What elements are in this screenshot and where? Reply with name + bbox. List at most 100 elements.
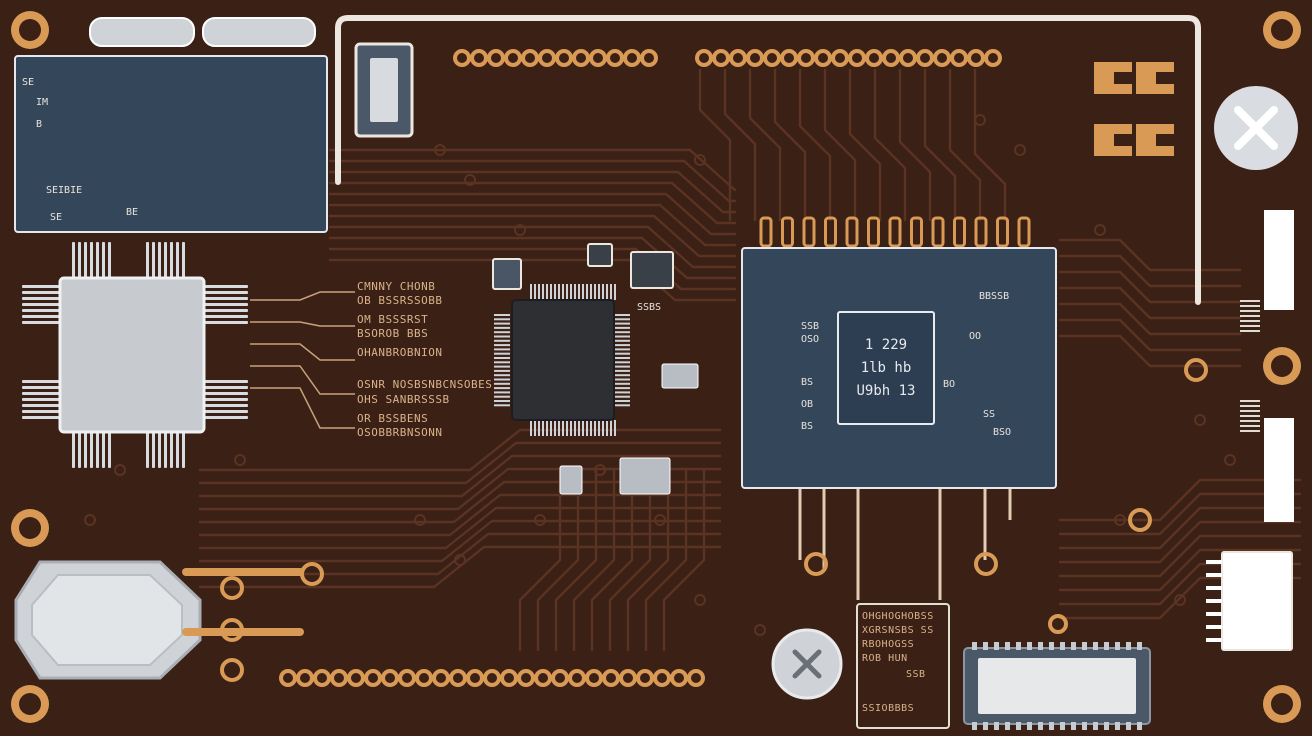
pad (1048, 614, 1068, 634)
chip-pin (1071, 722, 1076, 730)
cpu-pin (566, 284, 568, 300)
pad (296, 669, 314, 687)
pad (780, 49, 798, 67)
chip-pin (1137, 642, 1142, 650)
bottom-module-text: XGRSNSBS SS (862, 625, 934, 636)
pad (746, 49, 764, 67)
silk-label: OHS SANBRSSSB (357, 393, 450, 406)
pad (555, 49, 573, 67)
cpu-pin (494, 344, 510, 347)
cpu-pin (594, 420, 596, 436)
edge-pin (1206, 573, 1222, 577)
silk-label: OHANBROBNION (357, 346, 443, 359)
mounting-hole-center (1271, 693, 1293, 715)
chip-pin (22, 398, 62, 401)
cpu-pin (494, 331, 510, 334)
chip-pin (204, 398, 248, 401)
pad (517, 669, 535, 687)
pad (933, 49, 951, 67)
via (1224, 454, 1236, 466)
cpu-pin (590, 284, 592, 300)
pad (220, 658, 244, 682)
pad (916, 49, 934, 67)
cpu-pin (598, 420, 600, 436)
trace (1058, 334, 1242, 368)
cpu-pin (542, 284, 544, 300)
trace (328, 203, 737, 247)
trace (198, 506, 722, 550)
cpu-pin (574, 284, 576, 300)
cpu-pin (614, 374, 630, 377)
gear-pad-icon (1094, 62, 1132, 94)
chip-text: 1lb hb (860, 360, 912, 376)
pad (848, 49, 866, 67)
via (594, 464, 606, 476)
label-trace (250, 365, 355, 395)
cpu-pin (602, 420, 604, 436)
cpu-pin (614, 365, 630, 368)
chip-pin (22, 303, 62, 306)
chip-pin (1137, 722, 1142, 730)
cpu-pin (586, 420, 588, 436)
cpu-pin (578, 420, 580, 436)
pad (865, 49, 883, 67)
trace (923, 68, 957, 222)
via (514, 224, 526, 236)
silk-label: OM BSSSRST (357, 313, 429, 326)
cpu-pin (494, 378, 510, 381)
pad (487, 49, 505, 67)
module-right-label: OSO (801, 334, 820, 345)
pad (432, 669, 450, 687)
chip-pin (204, 291, 248, 294)
chip-pin (972, 642, 977, 650)
pad (585, 669, 603, 687)
chip-pin (22, 321, 62, 324)
silk-label: OR BSSBENS (357, 412, 429, 425)
chip-pin (1115, 722, 1120, 730)
edge-pin (1240, 400, 1260, 402)
pad (687, 669, 705, 687)
cpu-pin (614, 361, 630, 364)
cpu-pin (586, 284, 588, 300)
module-left-label: SE (50, 212, 63, 223)
trace (748, 68, 782, 222)
trace (1058, 534, 1302, 578)
edge-pin (1240, 320, 1260, 322)
connector-pins (370, 58, 398, 122)
chip-pin (1016, 722, 1021, 730)
cpu-pin (558, 284, 560, 300)
via (1114, 514, 1126, 526)
trace (898, 68, 932, 222)
crystal (89, 17, 195, 47)
header-pin (781, 216, 794, 248)
trace (590, 468, 634, 652)
chip-pin (22, 404, 62, 407)
edge-pin (1240, 405, 1260, 407)
silk-label: OB BSSRSSOBB (357, 294, 443, 307)
chip-pin (1115, 642, 1120, 650)
trace (328, 236, 737, 280)
header-pin (867, 216, 880, 248)
edge-pin (1240, 425, 1260, 427)
smd-component (587, 243, 613, 267)
pad (729, 49, 747, 67)
pad (1128, 508, 1152, 532)
cpu-pin (606, 420, 608, 436)
edge-pin (1206, 638, 1222, 642)
chip-pin (22, 416, 62, 419)
chip-pin (994, 642, 999, 650)
chip-pin (204, 404, 248, 407)
module-bottom: OHGHOGHOBSS XGRSNSBS SS RBOHOGSS ROB HUN… (856, 603, 950, 729)
trace (1058, 506, 1302, 550)
pad (831, 49, 849, 67)
cpu-pin (494, 404, 510, 407)
trace (873, 68, 907, 222)
trace (662, 468, 706, 652)
chip-pin (1005, 722, 1010, 730)
pad (984, 49, 1002, 67)
cpu-pin (614, 314, 630, 316)
chip-pin (22, 386, 62, 389)
module-right-label: BSO (993, 427, 1012, 438)
chip-pin (1071, 642, 1076, 650)
bottom-right-chip-window (978, 658, 1136, 714)
